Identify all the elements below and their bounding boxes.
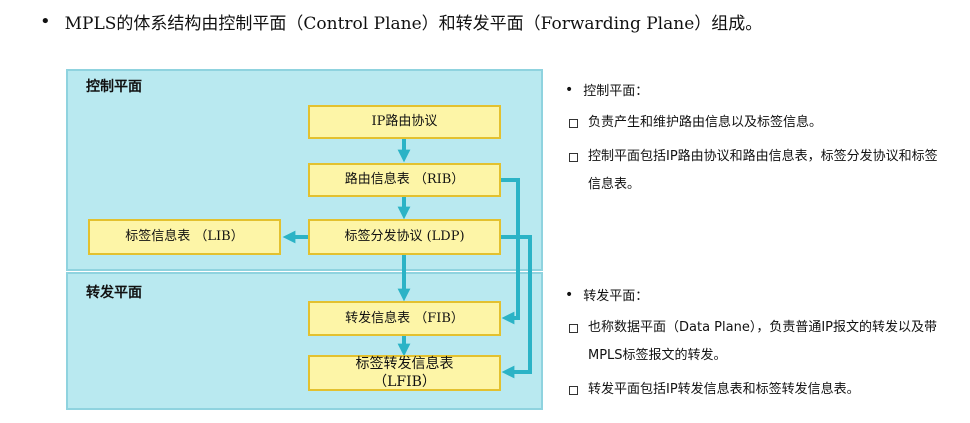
arrow-ldp-to-lfib	[501, 235, 532, 379]
list-item-text: 控制平面包括IP路由协议和路由信息表，标签分发协议和标签信息表。	[588, 149, 938, 192]
list-item: 也称数据平面（Data Plane），负责普通IP报文的转发以及带MPLS标签报…	[569, 314, 960, 370]
box-lfib: 标签转发信息表（LFIB）	[308, 355, 501, 391]
headline: • MPLS的体系结构由控制平面（Control Plane）和转发平面（For…	[40, 9, 762, 34]
list-item-text: 也称数据平面（Data Plane），负责普通IP报文的转发以及带MPLS标签报…	[588, 320, 938, 363]
box-fib: 转发信息表 （FIB）	[308, 301, 501, 336]
forwarding-notes-title: 转发平面：	[583, 289, 649, 304]
list-item: 控制平面包括IP路由协议和路由信息表，标签分发协议和标签信息表。	[569, 143, 960, 199]
square-bullet-icon	[569, 386, 578, 395]
forwarding-plane-title: 转发平面	[86, 285, 142, 301]
forwarding-notes: • 转发平面： 也称数据平面（Data Plane），负责普通IP报文的转发以及…	[565, 285, 960, 410]
list-item-text: 负责产生和维护路由信息以及标签信息。	[588, 115, 823, 130]
bullet-dot: •	[565, 81, 574, 98]
headline-text: MPLS的体系结构由控制平面（Control Plane）和转发平面（Forwa…	[64, 14, 763, 34]
arrow-rib-to-fib	[501, 178, 520, 325]
bullet-dot: •	[565, 286, 574, 303]
control-notes-heading: • 控制平面：	[565, 80, 960, 100]
square-bullet-icon	[569, 153, 578, 162]
box-rib: 路由信息表 （RIB）	[308, 163, 501, 197]
bullet-dot: •	[40, 10, 51, 32]
control-notes-title: 控制平面：	[583, 84, 649, 99]
list-item: 负责产生和维护路由信息以及标签信息。	[569, 109, 960, 137]
box-ip-routing-protocol: IP路由协议	[308, 105, 501, 139]
box-ldp: 标签分发协议 (LDP)	[308, 219, 501, 255]
list-item: 转发平面包括IP转发信息表和标签转发信息表。	[569, 376, 960, 404]
forwarding-notes-heading: • 转发平面：	[565, 285, 960, 305]
square-bullet-icon	[569, 324, 578, 333]
list-item-text: 转发平面包括IP转发信息表和标签转发信息表。	[588, 382, 860, 397]
box-lib: 标签信息表 （LIB）	[88, 219, 281, 255]
control-notes: • 控制平面： 负责产生和维护路由信息以及标签信息。 控制平面包括IP路由协议和…	[565, 80, 960, 205]
square-bullet-icon	[569, 119, 578, 128]
control-plane-title: 控制平面	[86, 79, 142, 95]
